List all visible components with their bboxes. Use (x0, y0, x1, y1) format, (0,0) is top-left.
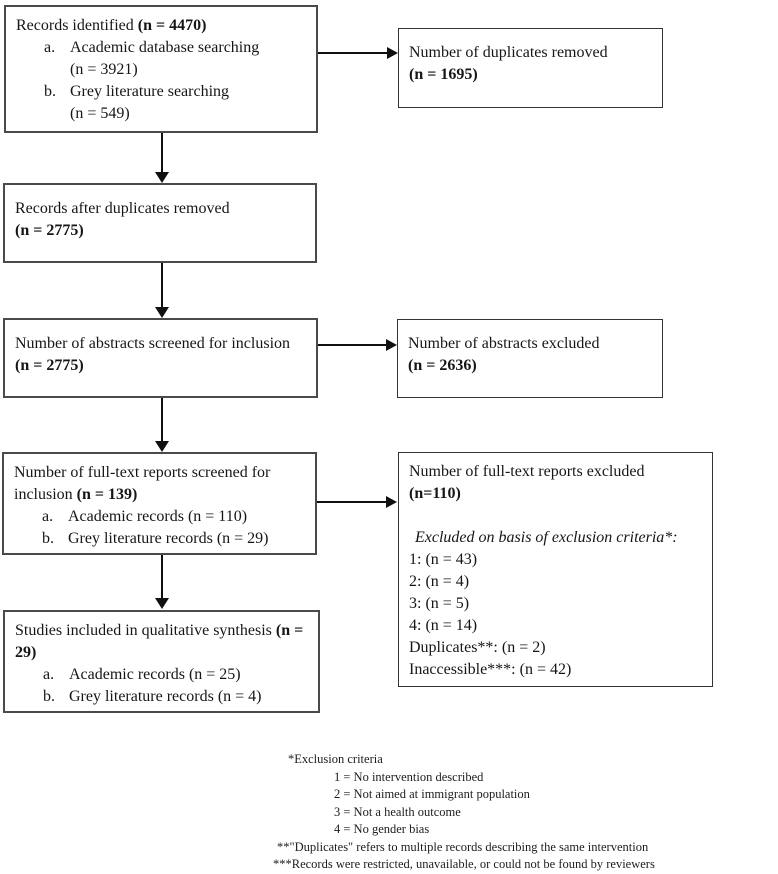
box-title: Number of abstracts excluded (408, 335, 600, 352)
box-studies-included: Studies included in qualitative synthesi… (3, 610, 320, 713)
footnote-duplicates-note: **"Duplicates" refers to multiple record… (277, 839, 649, 854)
exclusion-line: 2: (n = 4) (409, 573, 470, 590)
list-item: b. Grey literature records (n = 4) (43, 688, 262, 705)
footnote-criterion: 4 = No gender bias (334, 822, 430, 836)
box-fulltext-screened: Number of full-text reports screened for… (2, 452, 317, 555)
list-item: b. Grey literature searching(n = 549) (44, 83, 230, 122)
box-count: (n = 2636) (408, 357, 477, 374)
box-count: (n=110) (409, 485, 461, 502)
box-records-after-duplicates: Records after duplicates removed (n = 27… (3, 183, 317, 263)
box-abstracts-screened: Number of abstracts screened for inclusi… (3, 318, 318, 398)
box-title: Records identified (n = 4470) (16, 17, 207, 34)
box-count: (n = 1695) (409, 66, 478, 83)
list-item: b. Grey literature records (n = 29) (42, 530, 269, 547)
exclusion-line: Duplicates**: (n = 2) (409, 639, 546, 656)
box-title: Number of abstracts screened for inclusi… (15, 335, 291, 374)
box-title: Records after duplicates removed (15, 200, 230, 217)
footnote-inaccessible-note: ***Records were restricted, unavailable,… (273, 857, 655, 871)
box-title: Studies included in qualitative synthesi… (15, 622, 304, 661)
footnotes: *Exclusion criteria 1 = No intervention … (273, 751, 778, 874)
exclusion-line: 3: (n = 5) (409, 595, 470, 612)
box-abstracts-excluded: Number of abstracts excluded (n = 2636) (397, 319, 663, 398)
footnote-criterion: 1 = No intervention described (334, 769, 484, 784)
box-title: Number of full-text reports screened for… (14, 464, 271, 503)
list-item: a. Academic database searching(n = 3921) (44, 39, 260, 78)
box-records-identified: Records identified (n = 4470) a. Academi… (4, 5, 318, 133)
box-duplicates-removed: Number of duplicates removed (n = 1695) (398, 28, 663, 108)
exclusion-line: Inaccessible***: (n = 42) (409, 661, 572, 678)
footnote-exclusion-criteria: *Exclusion criteria (288, 752, 383, 766)
list-item: a. Academic records (n = 25) (43, 666, 241, 683)
footnote-criterion: 2 = Not aimed at immigrant population (334, 787, 530, 801)
list-item: a. Academic records (n = 110) (42, 508, 248, 525)
box-title: Number of duplicates removed (409, 44, 608, 61)
footnote-criterion: 3 = Not a health outcome (334, 804, 461, 819)
exclusion-line: 4: (n = 14) (409, 617, 478, 634)
spacer (409, 505, 702, 527)
exclusion-line: 1: (n = 43) (409, 551, 478, 568)
box-title: Number of full-text reports excluded (409, 463, 645, 480)
box-fulltext-excluded: Number of full-text reports excluded (n=… (398, 452, 713, 687)
box-count: (n = 2775) (15, 222, 84, 239)
exclusion-subtitle: Excluded on basis of exclusion criteria*… (415, 529, 678, 546)
